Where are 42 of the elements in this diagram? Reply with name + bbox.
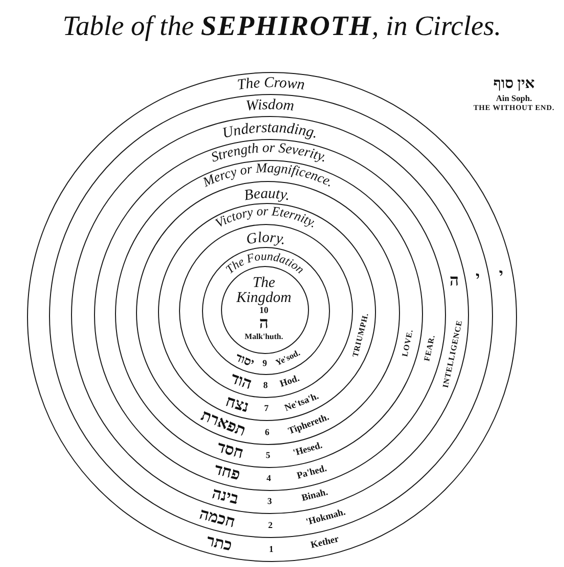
sephirah-number: 4 bbox=[266, 474, 271, 484]
transliteration-label: 'Hesed. bbox=[292, 441, 324, 460]
circle-label: Victory or Eternity. bbox=[212, 204, 320, 231]
hebrew-name: חסד bbox=[215, 440, 245, 462]
hebrew-name: הוד bbox=[228, 370, 254, 393]
hebrew-letter: י bbox=[476, 270, 480, 288]
hebrew-name: יסוד bbox=[234, 350, 256, 369]
hebrew-letter: ה bbox=[259, 316, 268, 333]
hebrew-heading: אין סוף bbox=[493, 76, 535, 94]
circle-label: Beauty. bbox=[243, 186, 292, 204]
sephirah-number: 8 bbox=[263, 381, 268, 391]
concentric-circle bbox=[202, 246, 330, 374]
attribute-label: FEAR. bbox=[423, 334, 437, 362]
transliteration-label: Pa'hed. bbox=[296, 464, 328, 482]
transliteration-label: 'Hokmah. bbox=[305, 508, 347, 529]
hebrew-name: חכמה bbox=[197, 506, 236, 532]
hebrew-name: כתר bbox=[205, 533, 234, 554]
hebrew-name: נצח bbox=[224, 394, 250, 416]
transliteration-label: Malk'huth. bbox=[244, 332, 284, 342]
hebrew-name: פחד bbox=[212, 462, 242, 484]
transliteration-label: Hod. bbox=[278, 374, 301, 390]
sephirah-number: 9 bbox=[262, 358, 267, 369]
sephirah-number: 5 bbox=[266, 451, 270, 461]
sephirah-number: 7 bbox=[264, 404, 269, 414]
sephirah-number: 3 bbox=[267, 497, 272, 507]
circle-label: Wisdom bbox=[246, 98, 296, 115]
circle-label: The Kingdom bbox=[236, 276, 292, 306]
transliteration-label: Binah. bbox=[300, 488, 330, 505]
hebrew-letter: ה bbox=[450, 274, 459, 290]
title: Table of the SEPHIROTH, in Circles. bbox=[62, 10, 502, 44]
transliteration-label: Kether bbox=[310, 535, 340, 552]
circle-label: Glory. bbox=[244, 229, 288, 248]
sephirah-number: 10 bbox=[259, 306, 268, 316]
sephirah-number: 6 bbox=[264, 428, 270, 438]
circle-label: Understanding. bbox=[220, 120, 319, 142]
hebrew-letter: י bbox=[499, 267, 504, 284]
sephirah-number: 1 bbox=[268, 544, 274, 555]
transliteration-label: Ain Soph. bbox=[496, 93, 532, 104]
hebrew-name: בינה bbox=[210, 486, 240, 508]
sephirah-number: 2 bbox=[268, 520, 273, 531]
attribute-label: LOVE. bbox=[401, 328, 415, 358]
circle-label: The Crown bbox=[236, 75, 306, 94]
